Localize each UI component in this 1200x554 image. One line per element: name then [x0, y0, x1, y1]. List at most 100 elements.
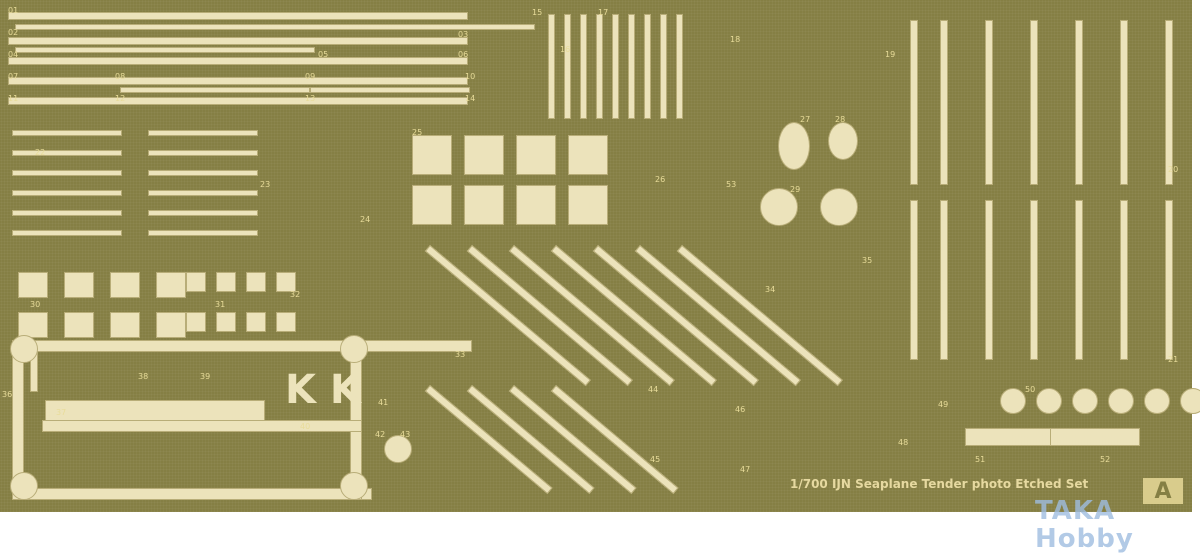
- etched-part: [1030, 200, 1038, 360]
- etched-part: [340, 335, 368, 363]
- part-number: 33: [455, 350, 466, 359]
- etched-part: [592, 245, 759, 387]
- part-number: 39: [200, 372, 211, 381]
- etched-part: [8, 12, 468, 20]
- etched-part: [910, 20, 918, 185]
- etched-part: [1072, 388, 1098, 414]
- etched-part: [1030, 20, 1038, 185]
- etched-part: [148, 210, 258, 216]
- etched-part: [15, 47, 315, 53]
- etched-part: [548, 14, 555, 119]
- etched-part: [464, 135, 504, 175]
- etched-part: [276, 312, 296, 332]
- etched-part: [148, 170, 258, 176]
- etched-part: [148, 230, 258, 236]
- etched-part: [110, 272, 140, 298]
- part-number: 20: [1168, 165, 1179, 174]
- kk-letter-parts: K K: [285, 367, 361, 413]
- etched-part: [186, 272, 206, 292]
- part-number: 30: [30, 300, 41, 309]
- part-number: 24: [360, 215, 371, 224]
- etched-part: [12, 340, 472, 352]
- etched-part: [660, 14, 667, 119]
- etched-part: [568, 135, 608, 175]
- part-number: 27: [800, 115, 811, 124]
- etched-part: [985, 200, 993, 360]
- part-number: 46: [735, 405, 746, 414]
- etched-part: [985, 20, 993, 185]
- etched-part: [676, 245, 843, 387]
- part-number: 19: [885, 50, 896, 59]
- etched-part: [550, 245, 717, 387]
- part-number: 01: [8, 6, 19, 15]
- etched-part: [1075, 20, 1083, 185]
- etched-part: [384, 435, 412, 463]
- etched-part: [1144, 388, 1170, 414]
- part-number: 23: [260, 180, 271, 189]
- etched-part: [464, 185, 504, 225]
- etched-part: [412, 135, 452, 175]
- part-number: 16: [560, 45, 571, 54]
- etched-part: [15, 24, 535, 30]
- etched-part: [1165, 20, 1173, 185]
- etched-part: [18, 272, 48, 298]
- etched-part: [216, 312, 236, 332]
- etched-part: [564, 14, 571, 119]
- part-number: 35: [862, 256, 873, 265]
- etched-part: [8, 57, 468, 65]
- part-number: 15: [532, 8, 543, 17]
- part-number: 36: [2, 390, 13, 399]
- part-number: 17: [598, 8, 609, 17]
- etched-part: [424, 245, 591, 387]
- etched-part: [580, 14, 587, 119]
- etched-part: [612, 14, 619, 119]
- part-number: 52: [1100, 455, 1111, 464]
- part-number: 06: [458, 50, 469, 59]
- etched-part: [246, 272, 266, 292]
- etched-part: [64, 312, 94, 338]
- etched-part: [596, 14, 603, 119]
- etched-part: [148, 130, 258, 136]
- etched-part: [828, 122, 858, 160]
- etched-part: [508, 245, 675, 387]
- etched-part: [516, 135, 556, 175]
- etched-part: [310, 87, 470, 93]
- etched-part: [12, 230, 122, 236]
- part-number: 32: [290, 290, 301, 299]
- etched-part: [628, 14, 635, 119]
- part-number: 41: [378, 398, 389, 407]
- etched-part: [148, 190, 258, 196]
- part-number: 53: [726, 180, 737, 189]
- part-number: 04: [8, 50, 19, 59]
- etched-part: [568, 185, 608, 225]
- part-number: 37: [56, 408, 67, 417]
- etched-part: [1180, 388, 1200, 414]
- etched-part: [156, 272, 186, 298]
- etched-part: [516, 185, 556, 225]
- etched-part: [12, 130, 122, 136]
- part-number: 49: [938, 400, 949, 409]
- etched-part: [12, 190, 122, 196]
- part-number: 45: [650, 455, 661, 464]
- part-number: 13: [305, 94, 316, 103]
- etched-part: [1120, 20, 1128, 185]
- etched-part: [1036, 388, 1062, 414]
- etched-part: [10, 335, 38, 363]
- etched-part: [148, 150, 258, 156]
- part-number: 38: [138, 372, 149, 381]
- etched-part: [64, 272, 94, 298]
- part-number: 48: [898, 438, 909, 447]
- part-number: 09: [305, 72, 316, 81]
- etched-part: [1120, 200, 1128, 360]
- part-number: 28: [835, 115, 846, 124]
- sheet-title: 1/700 IJN Seaplane Tender photo Etched S…: [790, 477, 1089, 491]
- part-number: 42: [375, 430, 386, 439]
- etched-part: [412, 185, 452, 225]
- etched-part: [1000, 388, 1026, 414]
- part-number: 10: [465, 72, 476, 81]
- etched-part: [466, 245, 633, 387]
- etched-part: [186, 312, 206, 332]
- part-number: 25: [412, 128, 423, 137]
- part-number: 05: [318, 50, 329, 59]
- etched-part: [778, 122, 810, 170]
